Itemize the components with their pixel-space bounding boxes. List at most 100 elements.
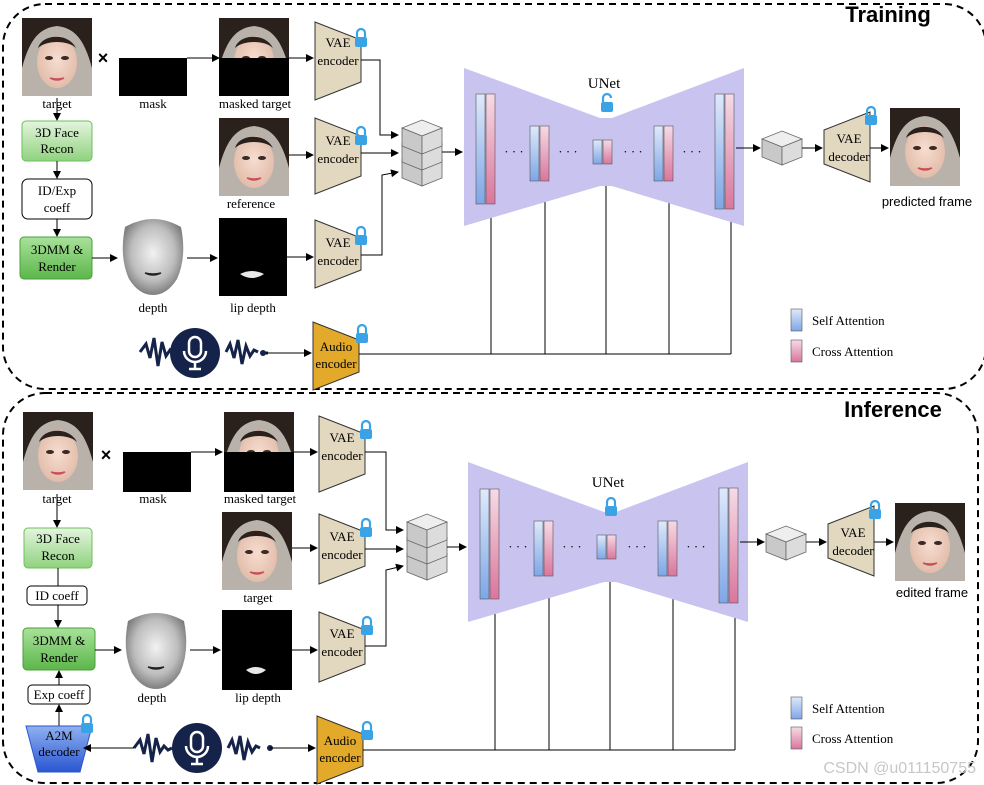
- a2m-decoder-label: A2M: [45, 728, 73, 743]
- lock-icon: [358, 419, 374, 441]
- target-face-image: [21, 17, 93, 97]
- lock-icon: [867, 499, 883, 521]
- vae-decoder-label: VAE: [840, 525, 865, 540]
- lock-icon: [603, 496, 619, 518]
- unet-label: UNet: [592, 475, 625, 491]
- depth-label: depth: [138, 690, 167, 705]
- vae-encoder-2-label: VAE: [329, 529, 354, 544]
- coeff-label-2: coeff: [44, 200, 71, 215]
- vae-decoder-label-2: decoder: [832, 543, 874, 558]
- vae-encoder-2: [318, 513, 366, 585]
- lock-icon: [359, 615, 375, 637]
- render-label: 3DMM &: [31, 242, 83, 257]
- unlock-icon: [599, 92, 615, 114]
- lock-icon: [79, 713, 95, 735]
- microphone-icon: [168, 326, 222, 380]
- ellipsis: · · ·: [562, 539, 582, 554]
- ellipsis: · · ·: [623, 144, 643, 159]
- vae-encoder-3-label: VAE: [329, 626, 354, 641]
- legend-self-label: Self Attention: [812, 701, 885, 716]
- inference-section: Inference target × mask masked target VA…: [2, 392, 979, 785]
- attention-block-4: [653, 125, 674, 182]
- a2m-decoder-label-2: decoder: [38, 744, 80, 759]
- lip-depth-image: [219, 218, 287, 296]
- lip-depth-label: lip depth: [235, 690, 281, 705]
- multiply-icon: ×: [98, 48, 109, 68]
- unet-label: UNet: [588, 76, 621, 92]
- depth-label: depth: [139, 300, 168, 315]
- id-coeff-label: ID coeff: [35, 588, 79, 603]
- lock-icon: [354, 323, 370, 345]
- face-recon-label: 3D Face: [35, 125, 79, 140]
- ellipsis: · · ·: [627, 539, 647, 554]
- audio-encoder-label-2: encoder: [319, 750, 361, 765]
- mask-label: mask: [139, 491, 167, 506]
- vae-encoder-3-label-2: encoder: [321, 644, 363, 659]
- lock-icon: [358, 517, 374, 539]
- legend-cross-label: Cross Attention: [812, 731, 894, 746]
- latent-cube-icon: [761, 130, 803, 166]
- masked-target-label: masked target: [224, 491, 297, 506]
- depth-image: [121, 610, 191, 692]
- vae-encoder-1: [318, 415, 366, 493]
- latent-cube-icon: [406, 513, 448, 581]
- audio-encoder-label-2: encoder: [315, 356, 357, 371]
- attention-block-2: [529, 125, 550, 182]
- audio-encoder: [316, 715, 364, 785]
- ellipsis: · · ·: [508, 539, 528, 554]
- face-recon-label-2: Recon: [40, 141, 74, 156]
- vae-encoder-1-label: VAE: [329, 430, 354, 445]
- vae-encoder-2: [314, 117, 362, 195]
- ellipsis: · · ·: [504, 144, 524, 159]
- inference-title: Inference: [844, 397, 942, 422]
- attention-block-3: [596, 534, 617, 560]
- render-label-2: Render: [38, 259, 76, 274]
- vae-encoder-3: [318, 611, 366, 683]
- vae-encoder-2-label-2: encoder: [321, 547, 363, 562]
- predicted-frame-image: [889, 107, 961, 187]
- audio-encoder: [312, 321, 360, 391]
- reference-label: reference: [227, 196, 276, 211]
- legend-self-swatch: [790, 696, 803, 720]
- attention-block-5: [718, 487, 739, 604]
- lock-icon: [863, 105, 879, 127]
- latent-cube-icon: [765, 525, 807, 561]
- second-target-label: target: [243, 590, 273, 605]
- audio-encoder-label: Audio: [324, 733, 357, 748]
- id-coeff-box: [26, 585, 88, 606]
- edited-frame-label: edited frame: [896, 585, 968, 600]
- mask-image: [119, 58, 187, 96]
- training-title: Training: [845, 2, 931, 27]
- vae-encoder-3-label-2: encoder: [317, 253, 359, 268]
- vae-encoder-2-label: VAE: [325, 133, 350, 148]
- lock-icon: [353, 125, 369, 147]
- lock-icon: [353, 225, 369, 247]
- vae-encoder-1-label-2: encoder: [321, 448, 363, 463]
- audio-encoder-label: Audio: [320, 339, 353, 354]
- target-face-image: [22, 411, 94, 491]
- watermark: CSDN @u011150755: [823, 760, 976, 777]
- vae-encoder-3: [314, 219, 362, 289]
- masked-target-image: [223, 411, 295, 492]
- vae-encoder-1-label-2: encoder: [317, 53, 359, 68]
- coeff-label: ID/Exp: [38, 183, 76, 198]
- training-frame: [2, 3, 984, 390]
- lock-icon: [359, 720, 375, 742]
- attention-block-2: [533, 520, 554, 577]
- attention-block-4: [657, 520, 678, 577]
- ellipsis: · · ·: [686, 539, 706, 554]
- face-recon-label-2: Recon: [41, 548, 75, 563]
- vae-decoder-label-2: decoder: [828, 149, 870, 164]
- inference-frame: [2, 392, 979, 784]
- latent-cube-icon: [401, 119, 443, 187]
- attention-block-1: [479, 488, 500, 600]
- second-target-face-image: [221, 511, 293, 591]
- vae-encoder-1: [314, 21, 362, 101]
- legend-cross-swatch: [790, 339, 803, 363]
- lock-icon: [353, 27, 369, 49]
- reference-face-image: [218, 117, 290, 197]
- legend-cross-label: Cross Attention: [812, 344, 894, 359]
- face-recon-label: 3D Face: [36, 531, 80, 546]
- masked-target-label: masked target: [219, 96, 292, 111]
